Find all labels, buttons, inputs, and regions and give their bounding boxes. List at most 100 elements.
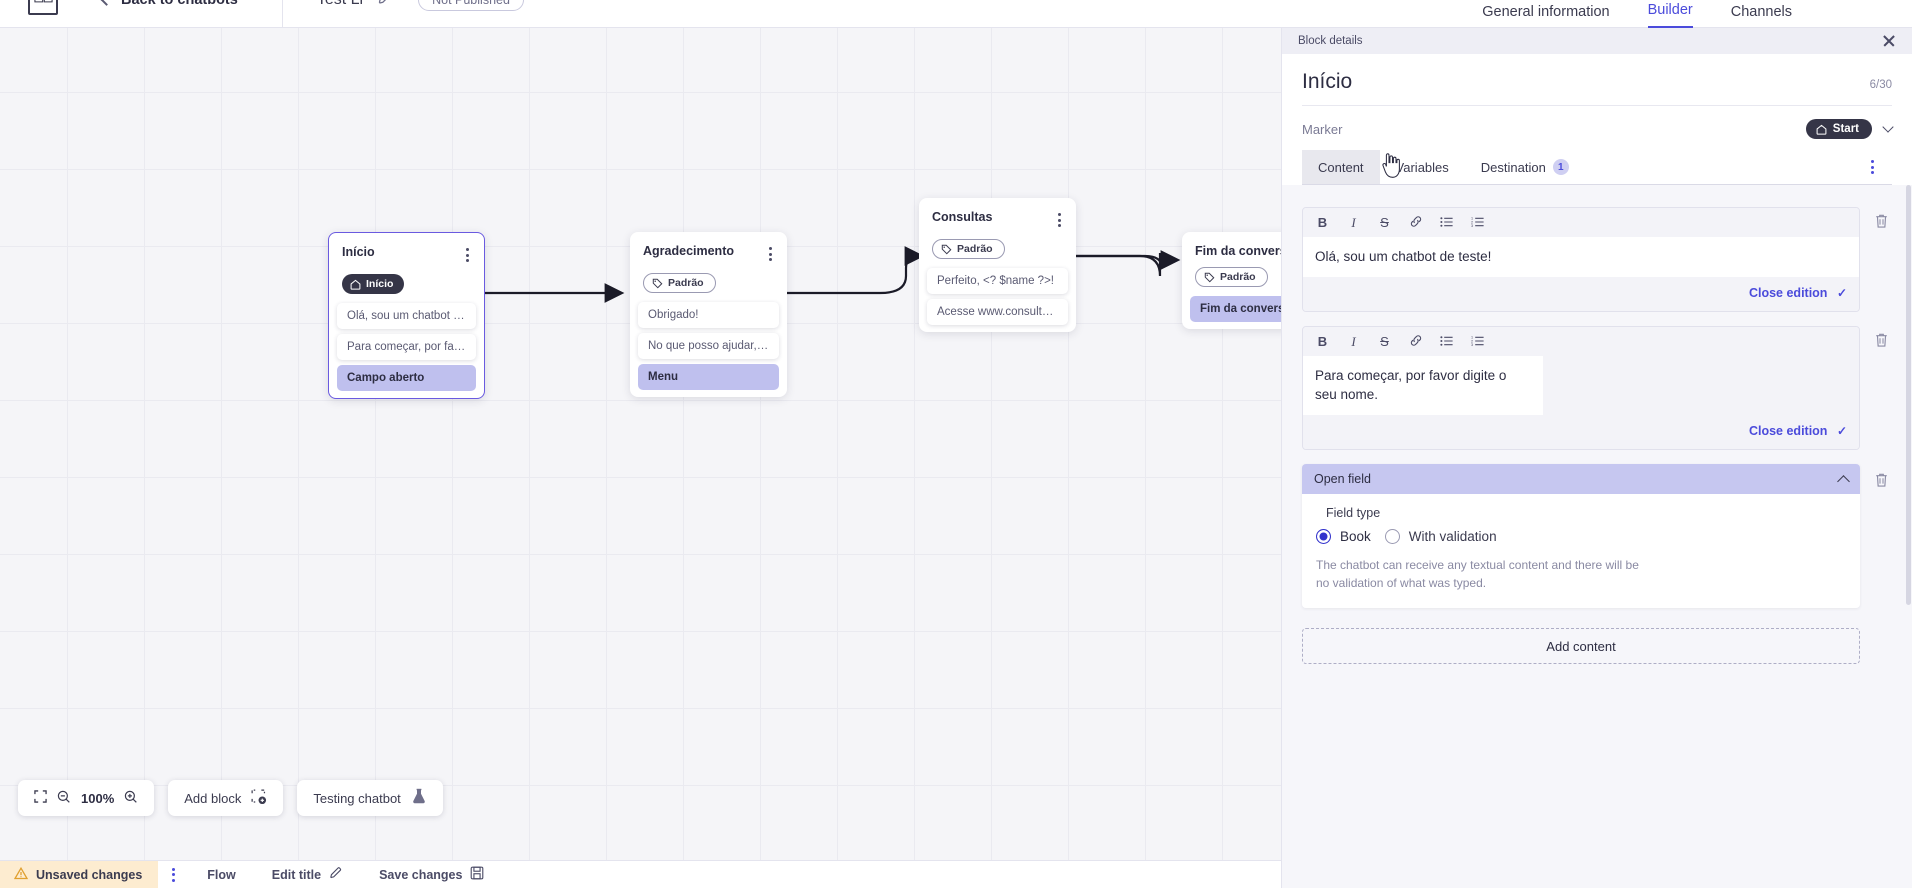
tab-content-label: Content <box>1318 160 1364 175</box>
marker-select[interactable]: Start <box>1805 119 1894 139</box>
radio-book[interactable]: Book <box>1316 529 1371 545</box>
flow-node-agradecimento[interactable]: Agradecimento Padrão Obrigado! No que po… <box>630 232 787 397</box>
editor-text-value[interactable]: Para começar, por favor digite o seu nom… <box>1303 356 1543 416</box>
tab-content[interactable]: Content <box>1302 150 1380 184</box>
node-message[interactable]: Obrigado! <box>638 302 779 328</box>
chevron-up-icon[interactable] <box>1837 475 1850 488</box>
tab-builder[interactable]: Builder <box>1647 2 1693 28</box>
editor-footer: Close edition ✓ <box>1303 415 1859 450</box>
node-title: Fim da conversa <box>1195 244 1281 258</box>
edit-title-label: Edit title <box>271 867 322 882</box>
italic-icon[interactable]: I <box>1351 215 1356 230</box>
tab-variables[interactable]: Variables <box>1380 150 1465 184</box>
header-divider <box>281 0 283 28</box>
editor-text-value[interactable]: Olá, sou um chatbot de teste! <box>1303 237 1859 278</box>
fit-screen-icon[interactable] <box>34 790 47 806</box>
close-edition-button[interactable]: Close edition ✓ <box>1749 286 1847 300</box>
tag-icon <box>1204 272 1215 282</box>
node-tag-label: Padrão <box>1220 271 1256 283</box>
link-icon[interactable] <box>1408 334 1423 349</box>
check-icon: ✓ <box>1836 286 1847 301</box>
add-block-button[interactable]: Add block <box>168 780 284 816</box>
node-menu-icon[interactable] <box>767 244 774 264</box>
radio-with-validation[interactable]: With validation <box>1384 529 1497 545</box>
node-message[interactable]: Perfeito, <? $name ?>! <box>927 268 1068 294</box>
node-message-highlight[interactable]: Campo aberto <box>337 365 476 391</box>
trash-icon[interactable] <box>1870 464 1892 493</box>
svg-text:1: 1 <box>1471 216 1473 220</box>
destination-count-badge: 1 <box>1552 159 1569 175</box>
bold-icon[interactable]: B <box>1317 215 1328 230</box>
tab-channels[interactable]: Channels <box>1730 3 1792 20</box>
zoom-out-icon[interactable] <box>57 790 71 807</box>
flask-icon <box>411 788 427 808</box>
close-edition-button[interactable]: Close edition ✓ <box>1749 424 1847 438</box>
trash-icon[interactable] <box>1870 326 1892 353</box>
zoom-in-icon[interactable] <box>124 790 138 807</box>
pencil-icon <box>329 866 343 883</box>
app-logo-icon[interactable]: ▭▭ <box>28 0 58 15</box>
panel-topbar-label: Block details <box>1298 35 1363 47</box>
status-more-icon[interactable] <box>158 867 189 882</box>
flow-node-consultas[interactable]: Consultas Padrão Perfeito, <? $name ?>! … <box>919 198 1076 332</box>
node-message[interactable]: Para começar, por favor digite o ... <box>337 334 476 360</box>
bullet-list-icon[interactable] <box>1439 216 1454 230</box>
flow-canvas[interactable]: Início Início Olá, sou um chatbot de tes… <box>0 28 1281 860</box>
add-content-button[interactable]: Add content <box>1302 628 1860 665</box>
strikethrough-icon[interactable]: S <box>1380 334 1389 350</box>
node-message[interactable]: Olá, sou um chatbot de teste! <box>337 303 476 329</box>
italic-icon[interactable]: I <box>1351 334 1356 350</box>
flow-label: Flow <box>207 867 236 882</box>
open-field-header[interactable]: Open field <box>1302 464 1860 495</box>
chevron-down-icon <box>1882 121 1894 133</box>
flow-node-inicio[interactable]: Início Início Olá, sou um chatbot de tes… <box>328 232 485 399</box>
field-type-radio-group: Book With validation <box>1316 529 1846 545</box>
panel-more-icon[interactable] <box>1863 150 1882 184</box>
back-to-chatbots-button[interactable]: Back to chatbots <box>100 0 238 8</box>
strikethrough-icon[interactable]: S <box>1380 215 1389 230</box>
publish-status-badge: Not Published <box>418 0 524 11</box>
node-header: Fim da conversa <box>1182 232 1281 258</box>
node-message-highlight[interactable]: Fim da conversa <box>1190 296 1281 322</box>
close-icon[interactable] <box>1882 34 1896 48</box>
trash-icon[interactable] <box>1870 207 1892 234</box>
node-message-highlight[interactable]: Menu <box>638 364 779 390</box>
tab-general-information[interactable]: General information <box>1482 3 1610 20</box>
pencil-icon[interactable] <box>377 0 394 11</box>
block-details-panel: Block details Início 6/30 Marker Start <box>1281 28 1912 888</box>
unsaved-changes-label: Unsaved changes <box>36 867 143 882</box>
zoom-controls[interactable]: 100% <box>18 780 155 816</box>
tag-icon <box>652 278 663 288</box>
node-menu-icon[interactable] <box>464 245 471 265</box>
home-icon <box>350 279 361 290</box>
marker-value-pill: Start <box>1805 119 1872 139</box>
radio-dot <box>1384 529 1400 545</box>
add-block-label: Add block <box>184 790 242 806</box>
tag-icon <box>941 244 952 254</box>
node-message[interactable]: No que posso ajudar, <? $name ... <box>638 333 779 359</box>
node-title: Agradecimento <box>643 244 734 258</box>
bold-icon[interactable]: B <box>1317 334 1328 350</box>
flow-node-fim-da-conversa[interactable]: Fim da conversa Padrão Fim da conversa <box>1182 232 1281 329</box>
node-message[interactable]: Acesse www.consultas.com par... <box>927 299 1068 325</box>
save-changes-button[interactable]: Save changes <box>361 866 502 883</box>
svg-text:2: 2 <box>1471 220 1473 224</box>
edit-title-button[interactable]: Edit title <box>254 866 361 883</box>
link-icon[interactable] <box>1408 215 1423 230</box>
panel-scrollbar[interactable] <box>1906 185 1911 605</box>
open-field-title: Open field <box>1314 472 1371 487</box>
panel-title-row: Início 6/30 <box>1302 54 1892 106</box>
close-edition-label: Close edition <box>1748 286 1828 301</box>
node-menu-icon[interactable] <box>1056 210 1063 230</box>
bullet-list-icon[interactable] <box>1439 335 1454 349</box>
testing-chatbot-button[interactable]: Testing chatbot <box>297 780 443 816</box>
tab-destination[interactable]: Destination 1 <box>1465 149 1585 184</box>
flow-button[interactable]: Flow <box>189 868 253 882</box>
